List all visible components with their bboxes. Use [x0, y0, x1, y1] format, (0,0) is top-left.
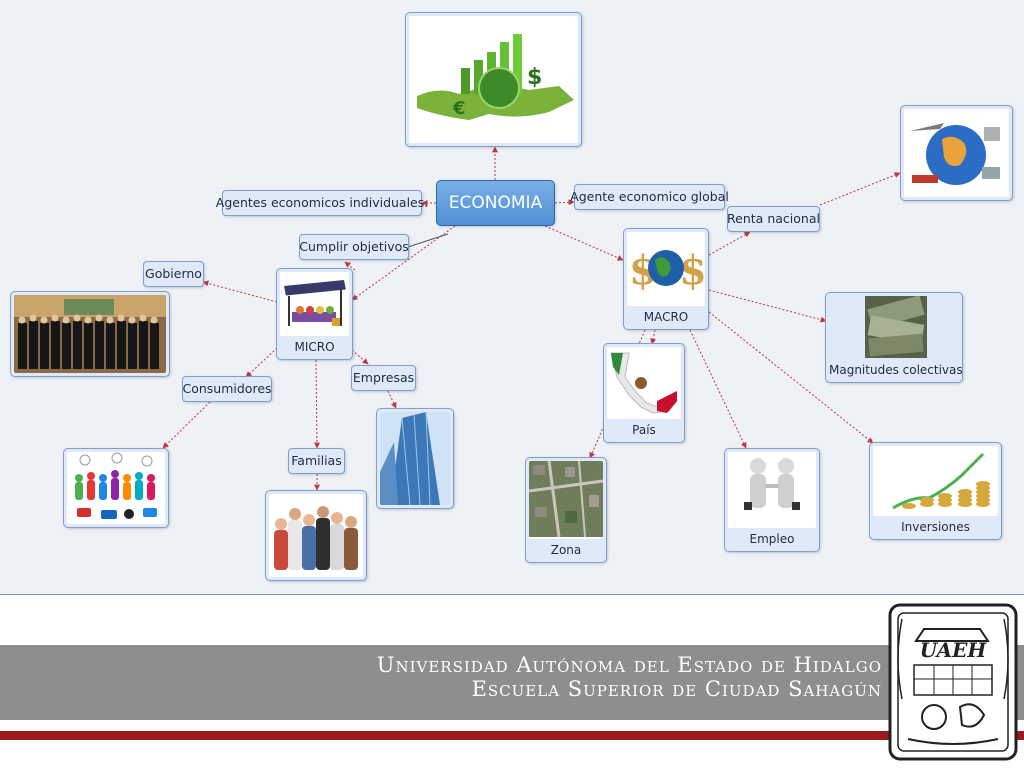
node-consumidores[interactable]: Consumidores: [182, 376, 272, 402]
node-label: Empresas: [352, 369, 415, 385]
economy-growth-image: $ €: [409, 16, 578, 143]
university-name: Universidad Autónoma del Estado de Hidal…: [376, 653, 882, 677]
coins-growth-image: [873, 446, 998, 516]
root-node-economia[interactable]: ECONOMIA: [436, 180, 555, 226]
aerial-zone-image: [529, 461, 603, 539]
government-card[interactable]: [10, 291, 170, 377]
office-building-image: [380, 412, 450, 505]
node-label: País: [632, 423, 656, 437]
node-zona[interactable]: Zona: [525, 457, 607, 563]
node-label: MACRO: [643, 310, 689, 324]
node-empresas[interactable]: Empresas: [351, 365, 416, 391]
footer-gray-band: [0, 645, 1024, 720]
node-label: Renta nacional: [727, 210, 820, 226]
node-label: Gobierno: [145, 265, 202, 281]
government-officials-image: [14, 295, 166, 373]
svg-text:$: $: [527, 65, 542, 90]
svg-text:UAEH: UAEH: [920, 638, 988, 662]
mexico-map-image: [607, 347, 681, 419]
node-label: Empleo: [749, 532, 795, 546]
node-macro[interactable]: $ $ MACRO: [623, 228, 709, 330]
handshake-image: [728, 452, 816, 528]
node-empleo[interactable]: Empleo: [724, 448, 820, 552]
consumers-people-image: [67, 452, 165, 524]
node-label: Inversiones: [901, 520, 970, 534]
money-bills-image: [829, 296, 959, 359]
node-familias[interactable]: Familias: [288, 448, 345, 474]
node-renta-nacional[interactable]: Renta nacional: [727, 206, 820, 232]
globe-trade-card[interactable]: [900, 105, 1013, 201]
node-agentes-individuales[interactable]: Agentes economicos individuales.: [216, 190, 428, 216]
node-micro[interactable]: MICRO: [276, 268, 353, 360]
consumers-card[interactable]: [63, 448, 169, 528]
node-gobierno[interactable]: Gobierno: [143, 261, 204, 287]
economy-growth-card[interactable]: $ €: [405, 12, 582, 147]
node-label: Cumplir objetivos: [299, 238, 409, 254]
footer-red-stripe: [0, 731, 1024, 740]
node-label: Magnitudes colectivas: [829, 363, 963, 377]
node-label: MICRO: [294, 340, 335, 354]
node-pais[interactable]: País: [603, 343, 685, 443]
mind-map-canvas: ECONOMIA $ € Agentes economicos individu…: [0, 12, 1024, 595]
svg-text:€: €: [452, 98, 466, 119]
node-label: Consumidores: [182, 380, 272, 396]
node-label: Agentes economicos individuales.: [215, 194, 429, 210]
root-label: ECONOMIA: [448, 192, 543, 213]
market-stall-image: [280, 272, 349, 336]
institution-footer: Universidad Autónoma del Estado de Hidal…: [0, 595, 1024, 768]
node-label: Agente economico global: [570, 188, 729, 204]
node-label: Familias: [291, 452, 342, 468]
node-cumplir-objetivos[interactable]: Cumplir objetivos: [299, 234, 409, 260]
uaeh-seal-logo: UAEH: [888, 603, 1018, 761]
node-magnitudes[interactable]: Magnitudes colectivas: [825, 292, 963, 383]
globe-trade-image: [904, 109, 1009, 197]
building-card[interactable]: [376, 408, 454, 509]
school-name: Escuela Superior de Ciudad Sahagún: [471, 677, 882, 701]
mind-map-links: [162, 146, 901, 491]
family-group-image: [269, 494, 363, 577]
dollar-globe-image: $ $: [627, 232, 705, 306]
node-agente-global[interactable]: Agente economico global: [570, 184, 729, 210]
family-card[interactable]: [265, 490, 367, 581]
node-inversiones[interactable]: Inversiones: [869, 442, 1002, 540]
node-label: Zona: [550, 543, 582, 557]
